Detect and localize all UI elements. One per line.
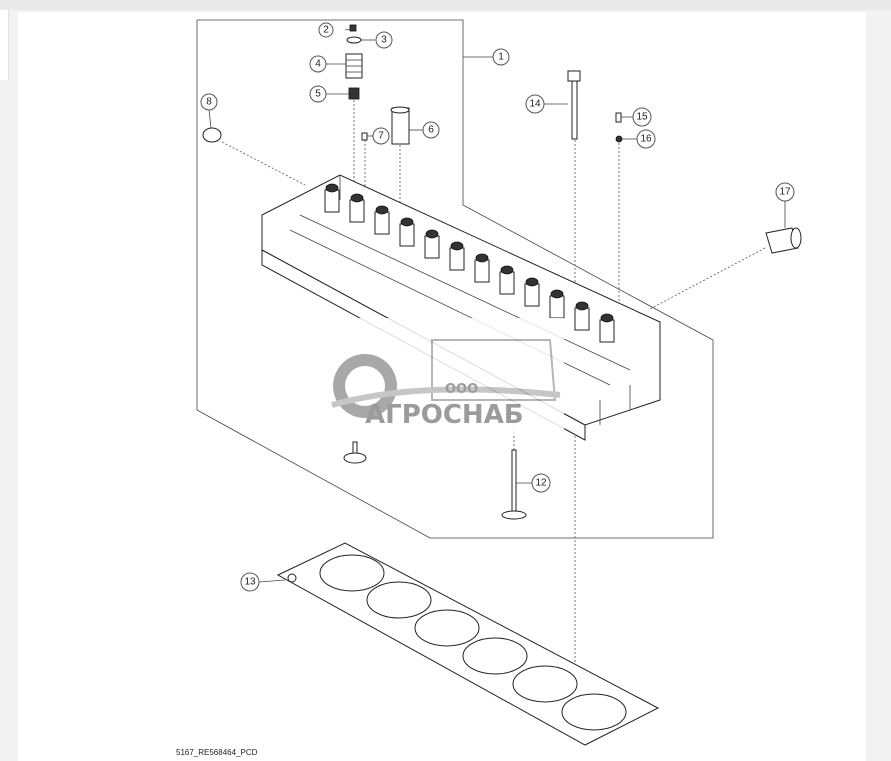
valve-rotator (346, 36, 362, 44)
guide-8 (221, 141, 306, 186)
top-strip (0, 0, 891, 10)
callout-1: 1 (492, 48, 510, 66)
left-edge-tab (0, 10, 9, 80)
callout-12: 12 (531, 473, 551, 493)
leader-13 (258, 579, 286, 583)
svg-text:6: 6 (428, 125, 434, 136)
bushing-17 (765, 227, 802, 254)
svg-text:12: 12 (535, 478, 547, 489)
callout-2: 2 (318, 22, 334, 38)
svg-text:13: 13 (244, 577, 256, 588)
callout-13: 13 (240, 572, 260, 592)
watermark-brand: АГРОСНАБ (365, 400, 524, 430)
watermark-prefix: ООО (445, 382, 478, 397)
callout-3: 3 (375, 31, 393, 49)
callout-5: 5 (309, 85, 327, 103)
svg-text:4: 4 (315, 59, 321, 70)
svg-text:16: 16 (640, 134, 652, 145)
leader-2 (344, 27, 357, 31)
head-bolt (567, 70, 581, 140)
svg-text:8: 8 (206, 97, 212, 108)
callout-16: 16 (636, 129, 656, 149)
ball-16 (615, 135, 623, 143)
callout-17: 17 (775, 182, 795, 202)
valve-spring (345, 53, 363, 79)
leader-8 (208, 109, 212, 129)
svg-text:17: 17 (779, 187, 791, 198)
callout-14: 14 (525, 94, 545, 114)
svg-text:2: 2 (323, 25, 329, 36)
svg-text:7: 7 (378, 131, 384, 142)
svg-text:1: 1 (498, 52, 504, 63)
callout-8: 8 (200, 93, 218, 111)
callout-4: 4 (309, 55, 327, 73)
callout-7: 7 (372, 127, 390, 145)
diagram-caption: 5167_RE568464_PCD (176, 748, 258, 757)
head-gasket (276, 542, 660, 746)
valve-12 (501, 449, 527, 520)
valve-seal (348, 87, 360, 100)
expansion-plug (202, 127, 222, 143)
injector-sleeve (390, 106, 410, 145)
svg-text:15: 15 (636, 112, 648, 123)
dowel-pin-7 (361, 132, 368, 141)
watermark-logo: ООО АГРОСНАБ (318, 318, 564, 436)
assembly-frame (196, 19, 714, 539)
callout-6: 6 (422, 121, 440, 139)
svg-text:3: 3 (381, 35, 387, 46)
callout-15: 15 (632, 107, 652, 127)
svg-text:14: 14 (529, 99, 541, 110)
guide-17 (647, 247, 766, 311)
svg-text:5: 5 (315, 89, 321, 100)
dowel-15 (615, 112, 622, 123)
valve-insert (343, 441, 367, 464)
